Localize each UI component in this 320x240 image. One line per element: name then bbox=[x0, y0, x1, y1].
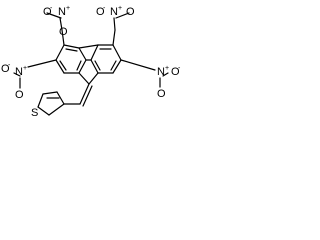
nitro-group-right: N + O - O bbox=[157, 65, 181, 100]
bond-line bbox=[78, 47, 87, 61]
bond-line bbox=[90, 44, 99, 61]
nitro-o-label: O bbox=[157, 88, 166, 100]
bond-line bbox=[112, 29, 116, 46]
nitro-o-label: O bbox=[126, 6, 135, 18]
bond-line bbox=[65, 48, 78, 52]
bond-line bbox=[59, 60, 67, 71]
bond-line bbox=[55, 59, 65, 74]
nitro-charge-label: + bbox=[23, 65, 27, 72]
bond-line bbox=[82, 85, 93, 107]
nitro-n-label: N bbox=[15, 66, 23, 78]
nitro-o-label: O bbox=[59, 26, 68, 38]
nitro-charge-label: - bbox=[178, 65, 181, 72]
nitro-n-label: N bbox=[157, 66, 165, 78]
bond-line bbox=[59, 17, 63, 31]
nitro-o-label: O bbox=[1, 63, 10, 75]
bond-line bbox=[90, 59, 99, 74]
nitro-charge-label: - bbox=[50, 5, 53, 12]
nitro-n-label: O bbox=[43, 6, 52, 18]
bond-line bbox=[112, 59, 122, 74]
bond-line bbox=[162, 72, 169, 77]
nitro-n-label: N bbox=[58, 6, 66, 18]
bond-line bbox=[120, 59, 156, 71]
bond-line bbox=[110, 60, 117, 71]
bond-line bbox=[46, 12, 62, 19]
bond-line bbox=[37, 106, 50, 116]
bond-line bbox=[55, 44, 65, 61]
nitro-o-label: O bbox=[96, 6, 105, 18]
nitro-group-top-left: O - N + O bbox=[43, 5, 70, 38]
nitro-charge-label: + bbox=[165, 65, 169, 72]
bond-line bbox=[88, 72, 99, 85]
bond-line bbox=[27, 59, 57, 68]
thiophene-sulfur-label: S bbox=[31, 107, 38, 119]
bond-line bbox=[78, 72, 90, 85]
bond-line bbox=[13, 72, 21, 77]
bond-line bbox=[78, 59, 87, 74]
bond-line bbox=[76, 60, 82, 71]
chemical-structure-drawing: O - N + O O - N + O O - N + O N + O - O … bbox=[1, 5, 181, 119]
bond-line bbox=[61, 29, 65, 46]
nitro-group-left: O - N + O bbox=[1, 62, 27, 101]
bond-line bbox=[78, 44, 99, 49]
bond-line bbox=[79, 83, 90, 105]
bond-lines bbox=[13, 12, 169, 116]
nitro-charge-label: + bbox=[118, 5, 122, 12]
bond-line bbox=[113, 17, 116, 31]
bond-line bbox=[115, 12, 130, 19]
bond-line bbox=[48, 103, 65, 116]
nitro-n-label: N bbox=[110, 6, 118, 18]
nitro-charge-label: - bbox=[103, 5, 106, 12]
nitro-charge-label: + bbox=[66, 5, 70, 12]
nitro-o-label: O bbox=[15, 89, 24, 101]
bond-line bbox=[37, 93, 44, 108]
nitro-o-label: O bbox=[171, 66, 180, 78]
bond-line bbox=[112, 44, 122, 61]
bond-line bbox=[56, 91, 65, 105]
nitro-charge-label: - bbox=[8, 62, 11, 69]
nitro-group-top-right: O - N + O bbox=[96, 5, 135, 18]
bond-line bbox=[63, 44, 80, 49]
bond-line bbox=[42, 91, 58, 95]
bond-line bbox=[94, 60, 101, 71]
